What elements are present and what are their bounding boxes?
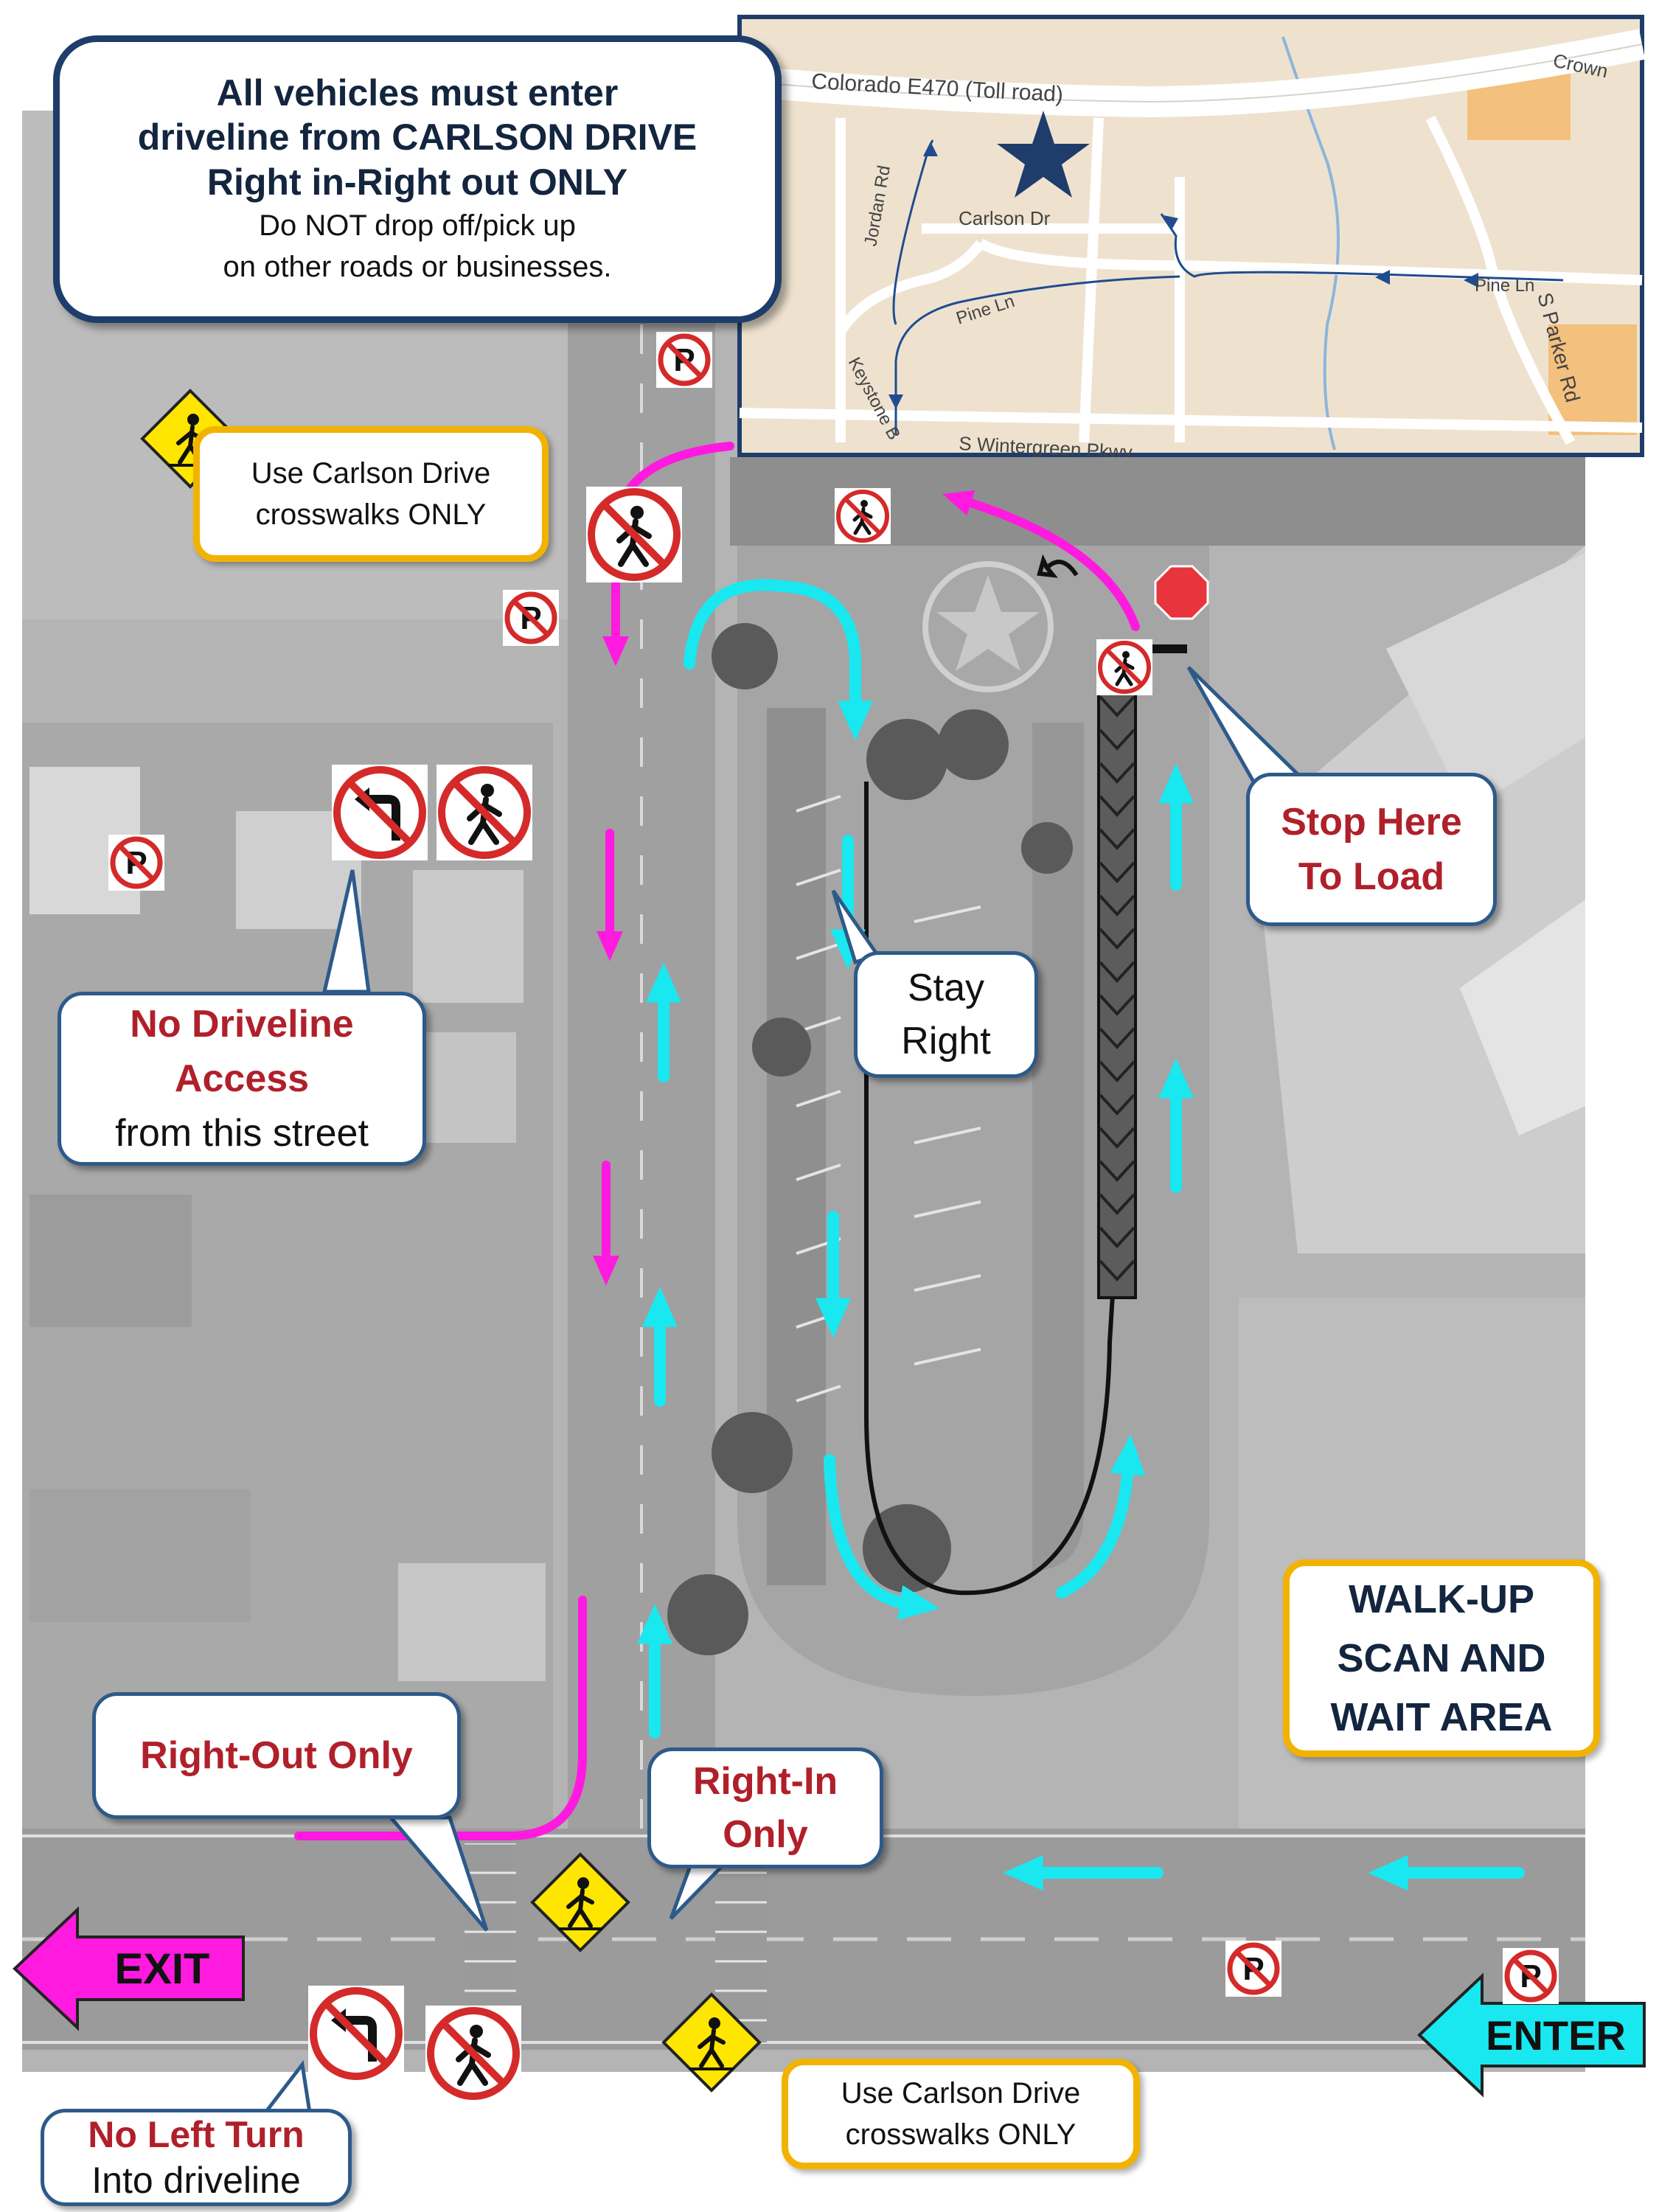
house <box>29 1194 192 1327</box>
house <box>398 1563 546 1681</box>
no-parking-icon: P <box>503 590 559 646</box>
pavement-uturn-arrow <box>1037 554 1079 578</box>
exit-arrow <box>13 1906 245 2031</box>
loading-queue <box>1097 647 1137 1299</box>
star-logo <box>936 575 1040 671</box>
exit-route <box>294 442 1140 1840</box>
no-left-turn-callout: No Left Turn Into driveline <box>41 2109 352 2206</box>
enter-label: ENTER <box>1486 2012 1626 2059</box>
no-pedestrian-icon <box>835 488 891 544</box>
stay-right-callout: Stay Right <box>854 951 1038 1078</box>
notice-box: All vehicles must enter driveline from C… <box>53 35 782 323</box>
exit-label: EXIT <box>114 1945 210 1993</box>
no-pedestrian-icon <box>425 2006 521 2101</box>
walkup-area-callout: WALK-UP SCAN AND WAIT AREA <box>1283 1559 1600 1757</box>
center-median <box>1032 723 1084 1571</box>
star-icon <box>997 111 1090 198</box>
pedestrian-crossing-icon <box>530 1852 630 1952</box>
crosswalk-callout-bottom: Use Carlson Drive crosswalks ONLY <box>782 2059 1140 2169</box>
no-left-turn-line1: No Left Turn <box>88 2114 305 2155</box>
map-label-pine-right: Pine Ln <box>1475 276 1534 296</box>
stop-here-line2: To Load <box>1298 855 1445 898</box>
no-left-turn-line2: Into driveline <box>91 2160 301 2201</box>
right-out-callout: Right-Out Only <box>92 1692 461 1819</box>
notice-line2: driveline from CARLSON DRIVE <box>137 116 698 158</box>
right-in-line1: Right-In <box>692 1760 838 1803</box>
inset-route <box>892 139 1564 435</box>
parking-lot <box>737 516 1209 1696</box>
house <box>29 1489 251 1622</box>
no-left-turn-icon <box>308 1986 404 2081</box>
pedestrian-crossing-icon <box>661 1992 762 2093</box>
school-roof <box>1386 553 1585 811</box>
stay-right-guide <box>864 782 1116 1596</box>
highway-road <box>739 44 1643 103</box>
right-in-callout: Right-In Only <box>647 1747 883 1868</box>
no-driveline-line1: No Driveline <box>130 1003 354 1046</box>
no-driveline-line3: from this street <box>115 1112 369 1155</box>
landscape-island <box>767 708 826 1585</box>
walkup-line1: WALK-UP <box>1349 1577 1534 1621</box>
map-label-carlson: Carlson Dr <box>959 207 1051 229</box>
inset-route-arrows <box>888 142 1478 409</box>
no-parking-icon: P <box>108 835 164 891</box>
stop-sign-icon <box>1154 565 1209 620</box>
map-streets <box>739 115 1643 445</box>
crosswalk-top-line1: Use Carlson Drive <box>251 457 491 490</box>
no-driveline-line2: Access <box>174 1057 310 1100</box>
right-out-label: Right-Out Only <box>140 1734 413 1777</box>
crosswalk-bottom-line2: crosswalks ONLY <box>845 2118 1077 2151</box>
enter-route <box>637 579 1525 1891</box>
no-parking-icon: P <box>656 332 712 388</box>
no-left-turn-icon <box>332 765 428 860</box>
stay-right-line1: Stay <box>907 967 985 1009</box>
notice-line3: Right in-Right out ONLY <box>206 161 628 203</box>
crosswalk-callout-top: Use Carlson Drive crosswalks ONLY <box>193 426 549 562</box>
trees <box>667 623 1073 1655</box>
no-parking-icon: P <box>1503 1948 1559 2004</box>
house <box>413 1032 516 1143</box>
notice-line5: on other roads or businesses. <box>223 251 612 283</box>
no-parking-icon: P <box>1225 1941 1281 1997</box>
inset-map: Colorado E470 (Toll road) Carlson Dr Jor… <box>737 15 1644 457</box>
enter-arrow <box>1417 1972 1646 2098</box>
stay-right-line2: Right <box>901 1020 991 1062</box>
school-roof <box>1460 900 1585 1135</box>
no-driveline-callout: No Driveline Access from this street <box>58 992 426 1166</box>
crosswalk-top-line2: crosswalks ONLY <box>255 498 487 531</box>
stop-here-line1: Stop Here <box>1281 801 1462 844</box>
no-pedestrian-icon <box>437 765 532 860</box>
notice-line1: All vehicles must enter <box>216 72 619 114</box>
no-pedestrian-icon <box>1096 639 1152 695</box>
walkup-line3: WAIT AREA <box>1330 1695 1553 1739</box>
right-in-line2: Only <box>723 1813 808 1856</box>
map-block <box>1548 324 1637 435</box>
no-pedestrian-icon <box>586 487 682 582</box>
notice-line4: Do NOT drop off/pick up <box>259 209 576 242</box>
house <box>413 870 524 1003</box>
crosswalk-bottom-line1: Use Carlson Drive <box>841 2077 1081 2110</box>
stop-here-callout: Stop Here To Load <box>1246 773 1497 926</box>
walkup-line2: SCAN AND <box>1337 1636 1546 1680</box>
